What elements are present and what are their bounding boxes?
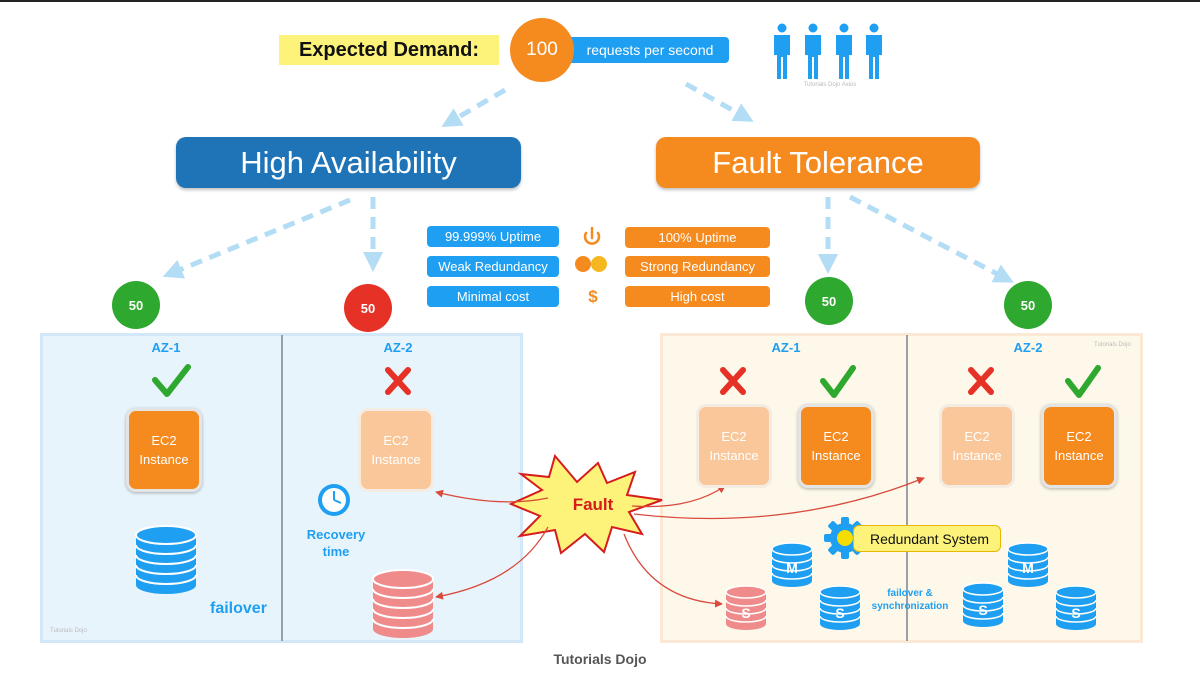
ha-az1-load: 50 — [112, 281, 160, 329]
redundant-system-label: Redundant System — [853, 525, 1001, 552]
fault-burst-icon — [508, 453, 663, 555]
ec2-sublabel: Instance — [709, 448, 759, 463]
ft-az1-load: 50 — [805, 277, 853, 325]
cost-icon: $ — [588, 287, 598, 306]
clock-icon — [318, 484, 350, 516]
ft-az2-ec2-instance: EC2 Instance — [1041, 404, 1117, 488]
ft-redundancy-pill: Strong Redundancy — [625, 256, 770, 277]
sync-line2: synchronization — [871, 601, 949, 612]
ha-cost-pill: Minimal cost — [427, 286, 559, 307]
standby-db-letter: S — [835, 605, 845, 621]
ha-az2-load: 50 — [344, 284, 392, 332]
ec2-label: EC2 — [964, 429, 990, 444]
ft-cost-pill: High cost — [625, 286, 770, 307]
ha-az2-ec2-instance: EC2 Instance — [358, 408, 434, 492]
recovery-line1: Recovery — [306, 527, 366, 542]
ec2-sublabel: Instance — [952, 448, 1002, 463]
failover-label: failover — [210, 600, 267, 617]
sync-line1: failover & — [887, 588, 933, 599]
ft-uptime-pill: 100% Uptime — [625, 227, 770, 248]
footer-brand: Tutorials Dojo — [553, 651, 647, 667]
ft-divider — [906, 335, 908, 641]
ec2-label: EC2 — [823, 429, 849, 444]
ha-divider — [281, 335, 283, 641]
ft-az2-failed-ec2-instance: EC2 Instance — [939, 404, 1015, 488]
expected-demand-label: Expected Demand: — [279, 35, 499, 65]
ec2-sublabel: Instance — [811, 448, 861, 463]
ft-az1-label: AZ-1 — [771, 340, 801, 355]
requests-unit-pill: requests per second — [557, 37, 729, 63]
fault-tolerance-title: Fault Tolerance — [656, 137, 980, 188]
demand-value-circle: 100 — [510, 18, 574, 82]
database-icon — [135, 525, 197, 595]
ec2-label: EC2 — [383, 433, 409, 448]
ec2-sublabel: Instance — [1054, 448, 1104, 463]
recovery-line2: time — [322, 544, 350, 559]
master-db-letter: M — [786, 560, 798, 576]
ft-az1-ec2-instance: EC2 Instance — [798, 404, 874, 488]
power-icon — [583, 226, 601, 245]
check-icon — [152, 364, 1101, 398]
ec2-sublabel: Instance — [371, 452, 421, 467]
ec2-label: EC2 — [151, 433, 177, 448]
gear-icon — [824, 517, 866, 559]
standby-db-letter: S — [978, 602, 988, 618]
failed-database-icon — [372, 569, 434, 639]
ec2-sublabel: Instance — [139, 452, 189, 467]
ha-az1-label: AZ-1 — [151, 340, 181, 355]
fault-label: Fault — [572, 495, 614, 514]
ha-az1-ec2-instance: EC2 Instance — [126, 408, 202, 492]
ft-az2-label: AZ-2 — [1013, 340, 1043, 355]
top-border — [0, 0, 1200, 2]
ft-az2-load: 50 — [1004, 281, 1052, 329]
recovery-time-label: Recovery time — [296, 526, 376, 560]
ha-redundancy-pill: Weak Redundancy — [427, 256, 559, 277]
standby-db-letter: S — [741, 605, 751, 621]
ha-uptime-pill: 99.999% Uptime — [427, 226, 559, 247]
people-caption: Tutorials Dojo Axios — [803, 82, 857, 88]
sync-label: failover & synchronization — [865, 587, 955, 613]
ec2-label: EC2 — [1066, 429, 1092, 444]
redundancy-icon — [575, 256, 607, 272]
x-icon — [385, 367, 994, 395]
master-db-letter: M — [1022, 560, 1034, 576]
fault-arrows — [435, 476, 925, 608]
ft-watermark: Tutorials Dojo — [1094, 342, 1131, 348]
high-availability-title: High Availability — [176, 137, 521, 188]
ha-az2-label: AZ-2 — [383, 340, 413, 355]
ha-watermark: Tutorials Dojo — [50, 628, 87, 634]
ec2-label: EC2 — [721, 429, 747, 444]
standby-db-letter: S — [1071, 605, 1081, 621]
ft-az1-failed-ec2-instance: EC2 Instance — [696, 404, 772, 488]
